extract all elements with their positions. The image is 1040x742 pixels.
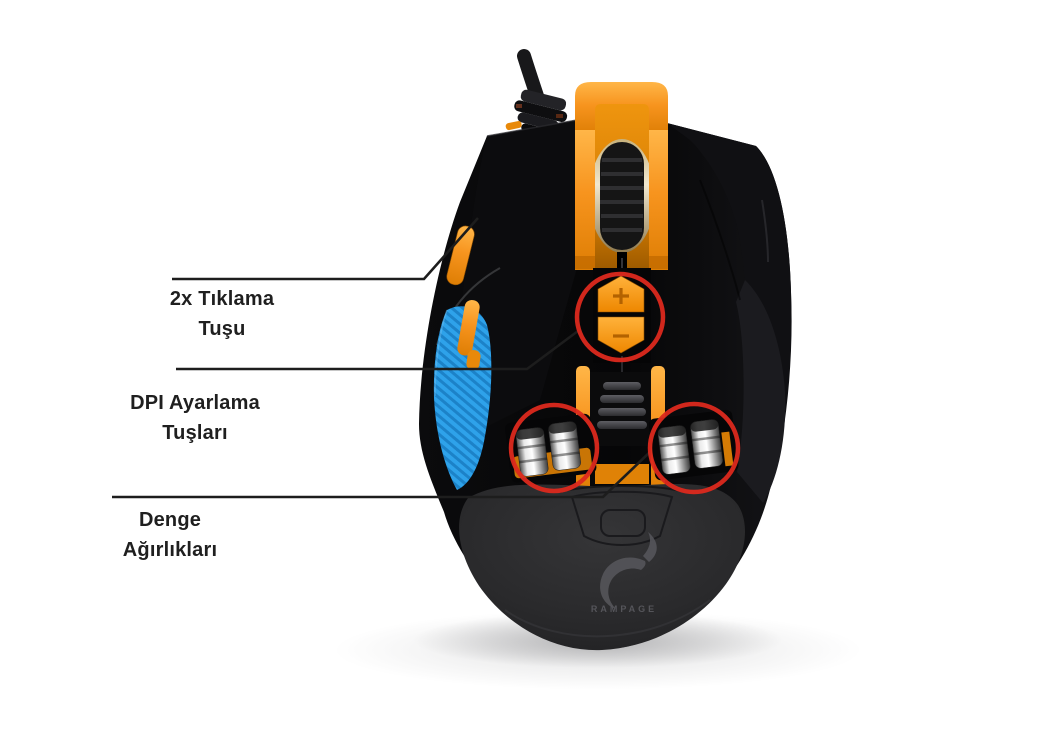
callout-label-line: Tuşu <box>198 318 246 340</box>
side-button-3 <box>466 350 481 371</box>
callout-label-line: Ağırlıkları <box>122 539 218 561</box>
grip-ribs <box>597 382 647 429</box>
dpi-plus-minus-buttons <box>597 275 645 354</box>
callout-label-line: Tuşları <box>162 422 228 444</box>
callout-overlay <box>112 217 741 499</box>
callout-label-dpi: DPI Ayarlama Tuşları <box>130 388 260 448</box>
weight-cylinders-left <box>505 413 597 483</box>
callout-label-line: 2x Tıklama <box>169 288 275 310</box>
cable <box>505 49 568 137</box>
plus-icon <box>613 288 629 304</box>
callout-label-weights: Denge Ağırlıkları <box>123 505 217 565</box>
callout-line-weights <box>112 451 651 499</box>
side-fire-button <box>446 225 475 286</box>
weight-cylinders-right <box>648 409 739 481</box>
callout-label-line: Denge <box>138 509 202 531</box>
callout-line-dpi <box>176 329 579 371</box>
highlight-circle-weight-left <box>508 402 600 494</box>
wheel-arch <box>575 82 668 270</box>
callout-label-double-click: 2x Tıklama Tuşu <box>170 284 274 344</box>
pinky-rest <box>736 280 786 503</box>
rampage-logo-icon <box>600 532 657 609</box>
palm-rest <box>459 484 746 651</box>
callout-label-line: DPI Ayarlama <box>130 392 260 414</box>
side-button-2 <box>457 299 480 356</box>
highlight-circle-weight-right <box>647 401 741 495</box>
orange-base-band <box>595 464 649 484</box>
scroll-wheel <box>600 142 644 250</box>
brand-wordmark: RAMPAGE <box>590 604 658 614</box>
highlight-circle-dpi-buttons <box>574 271 666 363</box>
callout-line-double-click <box>172 217 479 281</box>
gaming-mouse <box>419 49 792 651</box>
